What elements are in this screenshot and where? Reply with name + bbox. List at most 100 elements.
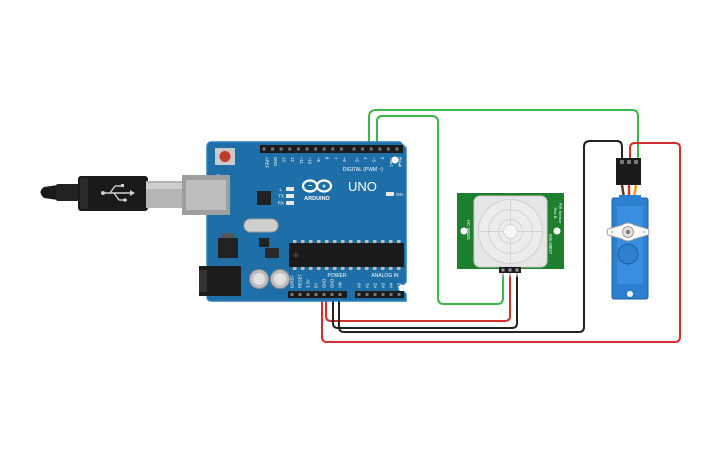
power-analog-pins <box>290 293 401 296</box>
power-analog-pin-label: GND <box>321 279 326 288</box>
mounting-hole <box>398 284 406 292</box>
usb-cable[interactable] <box>40 176 187 211</box>
power-analog-pin-label: RESET <box>297 274 302 288</box>
digital-pin-label: ~10 <box>307 157 312 165</box>
chip-leg <box>349 240 353 243</box>
servo-motor[interactable] <box>606 158 650 300</box>
digital-pin[interactable] <box>395 147 399 151</box>
power-label: POWER <box>328 273 347 279</box>
digital-pin[interactable] <box>271 147 275 151</box>
digital-pin[interactable] <box>305 147 309 151</box>
wire-servo-ground[interactable] <box>338 140 623 333</box>
power-analog-pin-label: A1 <box>364 282 369 288</box>
wire-pir-power[interactable] <box>325 275 511 322</box>
chip-leg <box>389 267 393 270</box>
chip-leg <box>397 267 401 270</box>
power-analog-pin[interactable] <box>397 293 401 296</box>
digital-pin[interactable] <box>369 147 373 151</box>
digital-pin[interactable] <box>386 147 390 151</box>
servo-mount-hole <box>627 291 633 297</box>
servo-connector-pin[interactable] <box>627 160 631 164</box>
digital-pin[interactable] <box>339 147 343 151</box>
chip-leg <box>397 240 401 243</box>
mounting-hole <box>391 156 399 164</box>
servo-horn-screw <box>626 230 630 234</box>
power-analog-pin-label: 3.3V <box>305 279 310 288</box>
digital-pin-label: ~6 <box>342 157 347 162</box>
chip-leg <box>333 267 337 270</box>
digital-pins <box>262 147 399 151</box>
power-analog-pin-label: Vin <box>337 281 342 288</box>
power-analog-pin[interactable] <box>365 293 369 296</box>
digital-pin[interactable] <box>378 147 382 151</box>
digital-pin-label: ~5 <box>354 157 359 162</box>
digital-pin[interactable] <box>314 147 318 151</box>
wire-servo-power[interactable] <box>321 142 681 343</box>
power-analog-pin[interactable] <box>298 293 302 296</box>
power-analog-pin[interactable] <box>389 293 393 296</box>
power-analog-pin[interactable] <box>322 293 326 296</box>
usb-b-port-inner <box>186 180 226 210</box>
chip-leg <box>333 240 337 243</box>
pir-pin-gnd[interactable] <box>515 268 519 272</box>
power-analog-pin-label: A0 <box>356 282 361 288</box>
wire-pir-signal[interactable] <box>376 115 504 305</box>
led-label-rx: RX <box>278 201 284 206</box>
chip-leg <box>341 240 345 243</box>
usb-icon <box>101 184 135 202</box>
servo-connector-pin[interactable] <box>634 160 638 164</box>
digital-pin[interactable] <box>322 147 326 151</box>
power-analog-pin[interactable] <box>330 293 334 296</box>
power-analog-pin-label: A5 <box>396 282 401 288</box>
chip-leg <box>309 267 313 270</box>
power-analog-pin[interactable] <box>338 293 342 296</box>
power-analog-pin[interactable] <box>306 293 310 296</box>
digital-pin[interactable] <box>288 147 292 151</box>
digital-pin-label: ~11 <box>299 157 304 164</box>
digital-pin[interactable] <box>361 147 365 151</box>
capacitor-top <box>274 273 286 285</box>
power-analog-pin[interactable] <box>373 293 377 296</box>
digital-pin-label: 4 <box>363 157 368 160</box>
atmega-microcontroller <box>289 243 404 267</box>
voltage-regulator <box>218 238 238 258</box>
pir-motion-sensor[interactable]: HC-SR501 555-28027 Rev B PIR Sensor <box>457 193 564 277</box>
digital-pin-label: ~3 <box>372 157 377 162</box>
chip-leg <box>293 267 297 270</box>
usb-cable-tip <box>40 185 58 200</box>
analog-label: ANALOG IN <box>371 273 399 279</box>
chip-leg <box>373 267 377 270</box>
chip-leg <box>293 240 297 243</box>
wire-servo-signal[interactable] <box>368 109 639 161</box>
chip-leg <box>301 267 305 270</box>
power-analog-pin[interactable] <box>357 293 361 296</box>
digital-pin[interactable] <box>331 147 335 151</box>
arduino-logo: − + ARDUINO UNO <box>301 179 377 202</box>
power-analog-pin[interactable] <box>314 293 318 296</box>
digital-pin-label: 12 <box>290 157 295 162</box>
logo-minus: − <box>308 183 312 190</box>
voltage-regulator-tab <box>222 233 234 238</box>
digital-pin[interactable] <box>262 147 266 151</box>
digital-pin[interactable] <box>279 147 283 151</box>
digital-pin-label: TX▸1 <box>389 157 394 167</box>
digital-pin-label: GND <box>273 157 278 166</box>
chip-leg <box>309 240 313 243</box>
pir-pin-out[interactable] <box>501 268 505 272</box>
digital-pin[interactable] <box>352 147 356 151</box>
chip-legs <box>293 240 401 270</box>
usb-chip <box>257 191 271 205</box>
power-analog-pin[interactable] <box>381 293 385 296</box>
pir-pin-vcc[interactable] <box>508 268 512 272</box>
servo-connector-pin[interactable] <box>620 160 624 164</box>
usb-connector-ridge <box>80 178 88 209</box>
power-analog-pin[interactable] <box>290 293 294 296</box>
chip-leg <box>349 267 353 270</box>
reset-button[interactable] <box>219 151 231 162</box>
wire-pir-ground[interactable] <box>332 275 518 329</box>
power-analog-pin-label: A2 <box>372 282 377 288</box>
digital-pin[interactable] <box>296 147 300 151</box>
